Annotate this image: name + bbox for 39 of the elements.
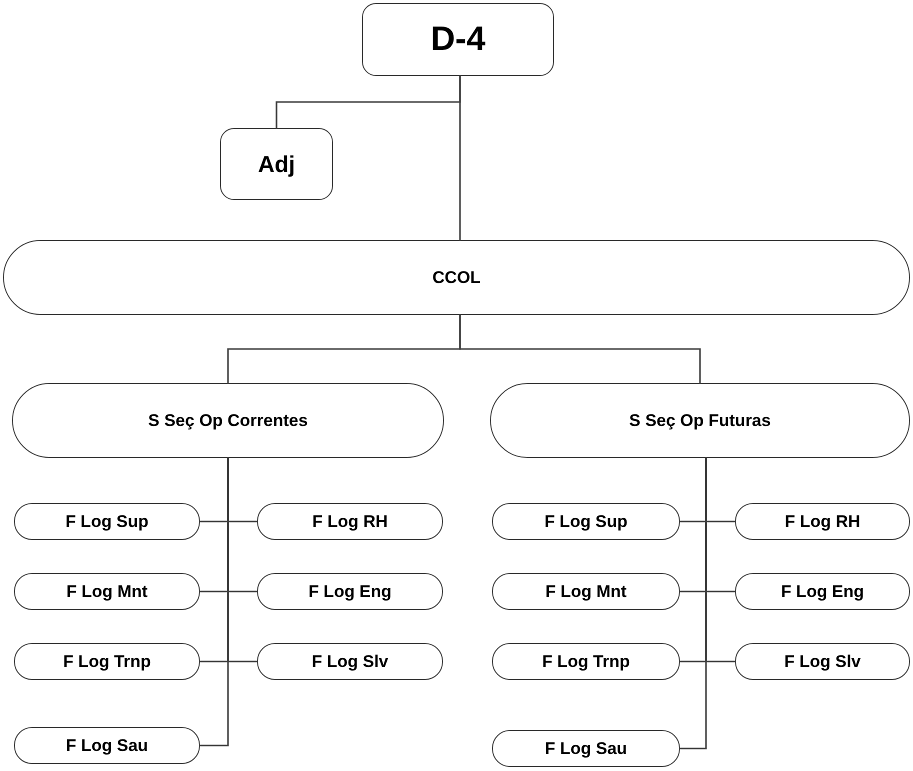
rounded-box bbox=[14, 643, 200, 680]
rounded-box bbox=[257, 573, 443, 610]
node-label: D-4 bbox=[430, 20, 486, 59]
node-label: CCOL bbox=[432, 268, 481, 288]
node-label: Adj bbox=[258, 150, 296, 178]
node-label: S Seç Op Futuras bbox=[629, 410, 771, 430]
rounded-box bbox=[14, 727, 200, 764]
node-label: F Log Slv bbox=[784, 652, 861, 672]
node-label: F Log Sup bbox=[65, 512, 149, 532]
connector-line bbox=[459, 315, 701, 383]
node-label: F Log Eng bbox=[308, 582, 392, 602]
node-label: F Log Trnp bbox=[63, 652, 151, 672]
rounded-box bbox=[735, 503, 910, 540]
rounded-box bbox=[257, 643, 443, 680]
node-label: F Log Slv bbox=[312, 652, 388, 672]
node-label: F Log RH bbox=[784, 512, 860, 532]
connector-line bbox=[680, 458, 707, 750]
rounded-box bbox=[492, 643, 680, 680]
rounded-box bbox=[735, 573, 910, 610]
rounded-box bbox=[492, 573, 680, 610]
connector-line bbox=[276, 76, 461, 128]
node-label: F Log Sup bbox=[544, 512, 628, 532]
rounded-box bbox=[14, 573, 200, 610]
rounded-box bbox=[14, 503, 200, 540]
node-label: F Log Sau bbox=[66, 736, 148, 756]
rounded-box bbox=[492, 730, 680, 767]
node-label: F Log Sau bbox=[544, 738, 628, 758]
connector-line bbox=[200, 458, 229, 746]
node-label: S Seç Op Correntes bbox=[148, 410, 308, 430]
node-label: F Log Mnt bbox=[545, 582, 627, 602]
rounded-box bbox=[492, 503, 680, 540]
rounded-box bbox=[735, 643, 910, 680]
node-label: F Log Mnt bbox=[66, 582, 148, 602]
rounded-box bbox=[362, 3, 554, 76]
node-label: F Log Eng bbox=[780, 582, 864, 602]
node-label: F Log Trnp bbox=[542, 652, 630, 672]
rounded-box bbox=[220, 128, 333, 200]
node-label: F Log RH bbox=[312, 512, 388, 532]
rounded-box bbox=[257, 503, 443, 540]
